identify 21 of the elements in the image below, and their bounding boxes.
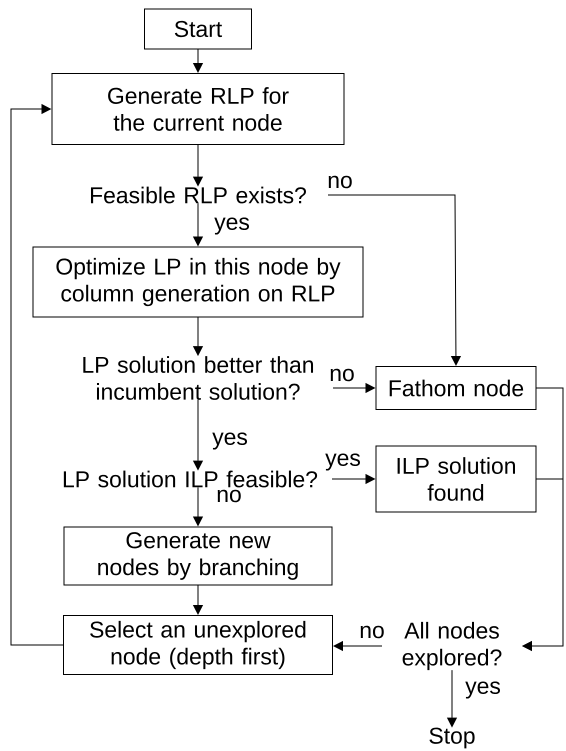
process-box: ILP solution found [376, 446, 536, 512]
decision-text: All nodes explored? [402, 622, 502, 670]
edge-label: no [330, 368, 354, 382]
edge-label: no [218, 490, 241, 502]
decision-text: Feasible RLP exists? [90, 186, 306, 204]
decision-text: LP solution ILP feasible? [64, 470, 318, 488]
edge-label: no [328, 176, 352, 188]
edge-label: yes [214, 217, 250, 235]
edge-label: no [360, 626, 384, 638]
process-box: Select an unexplored node (depth first) [63, 615, 333, 675]
edge-label: yes [325, 453, 360, 471]
decision-text: LP solution better than incumbent solution? [83, 356, 314, 400]
process-box: Optimize LP in this node by column generation on RLP [32, 246, 364, 318]
process-box: Generate new nodes by branching [64, 526, 332, 586]
terminal-box: Start [144, 8, 252, 50]
edge-label: yes [212, 432, 248, 450]
process-box: Generate RLP for the current node [52, 73, 344, 145]
arrow [10, 104, 64, 646]
edge-label: yes [465, 681, 500, 699]
process-box: Fathom node [376, 366, 536, 410]
terminal-text: Stop [429, 728, 475, 748]
